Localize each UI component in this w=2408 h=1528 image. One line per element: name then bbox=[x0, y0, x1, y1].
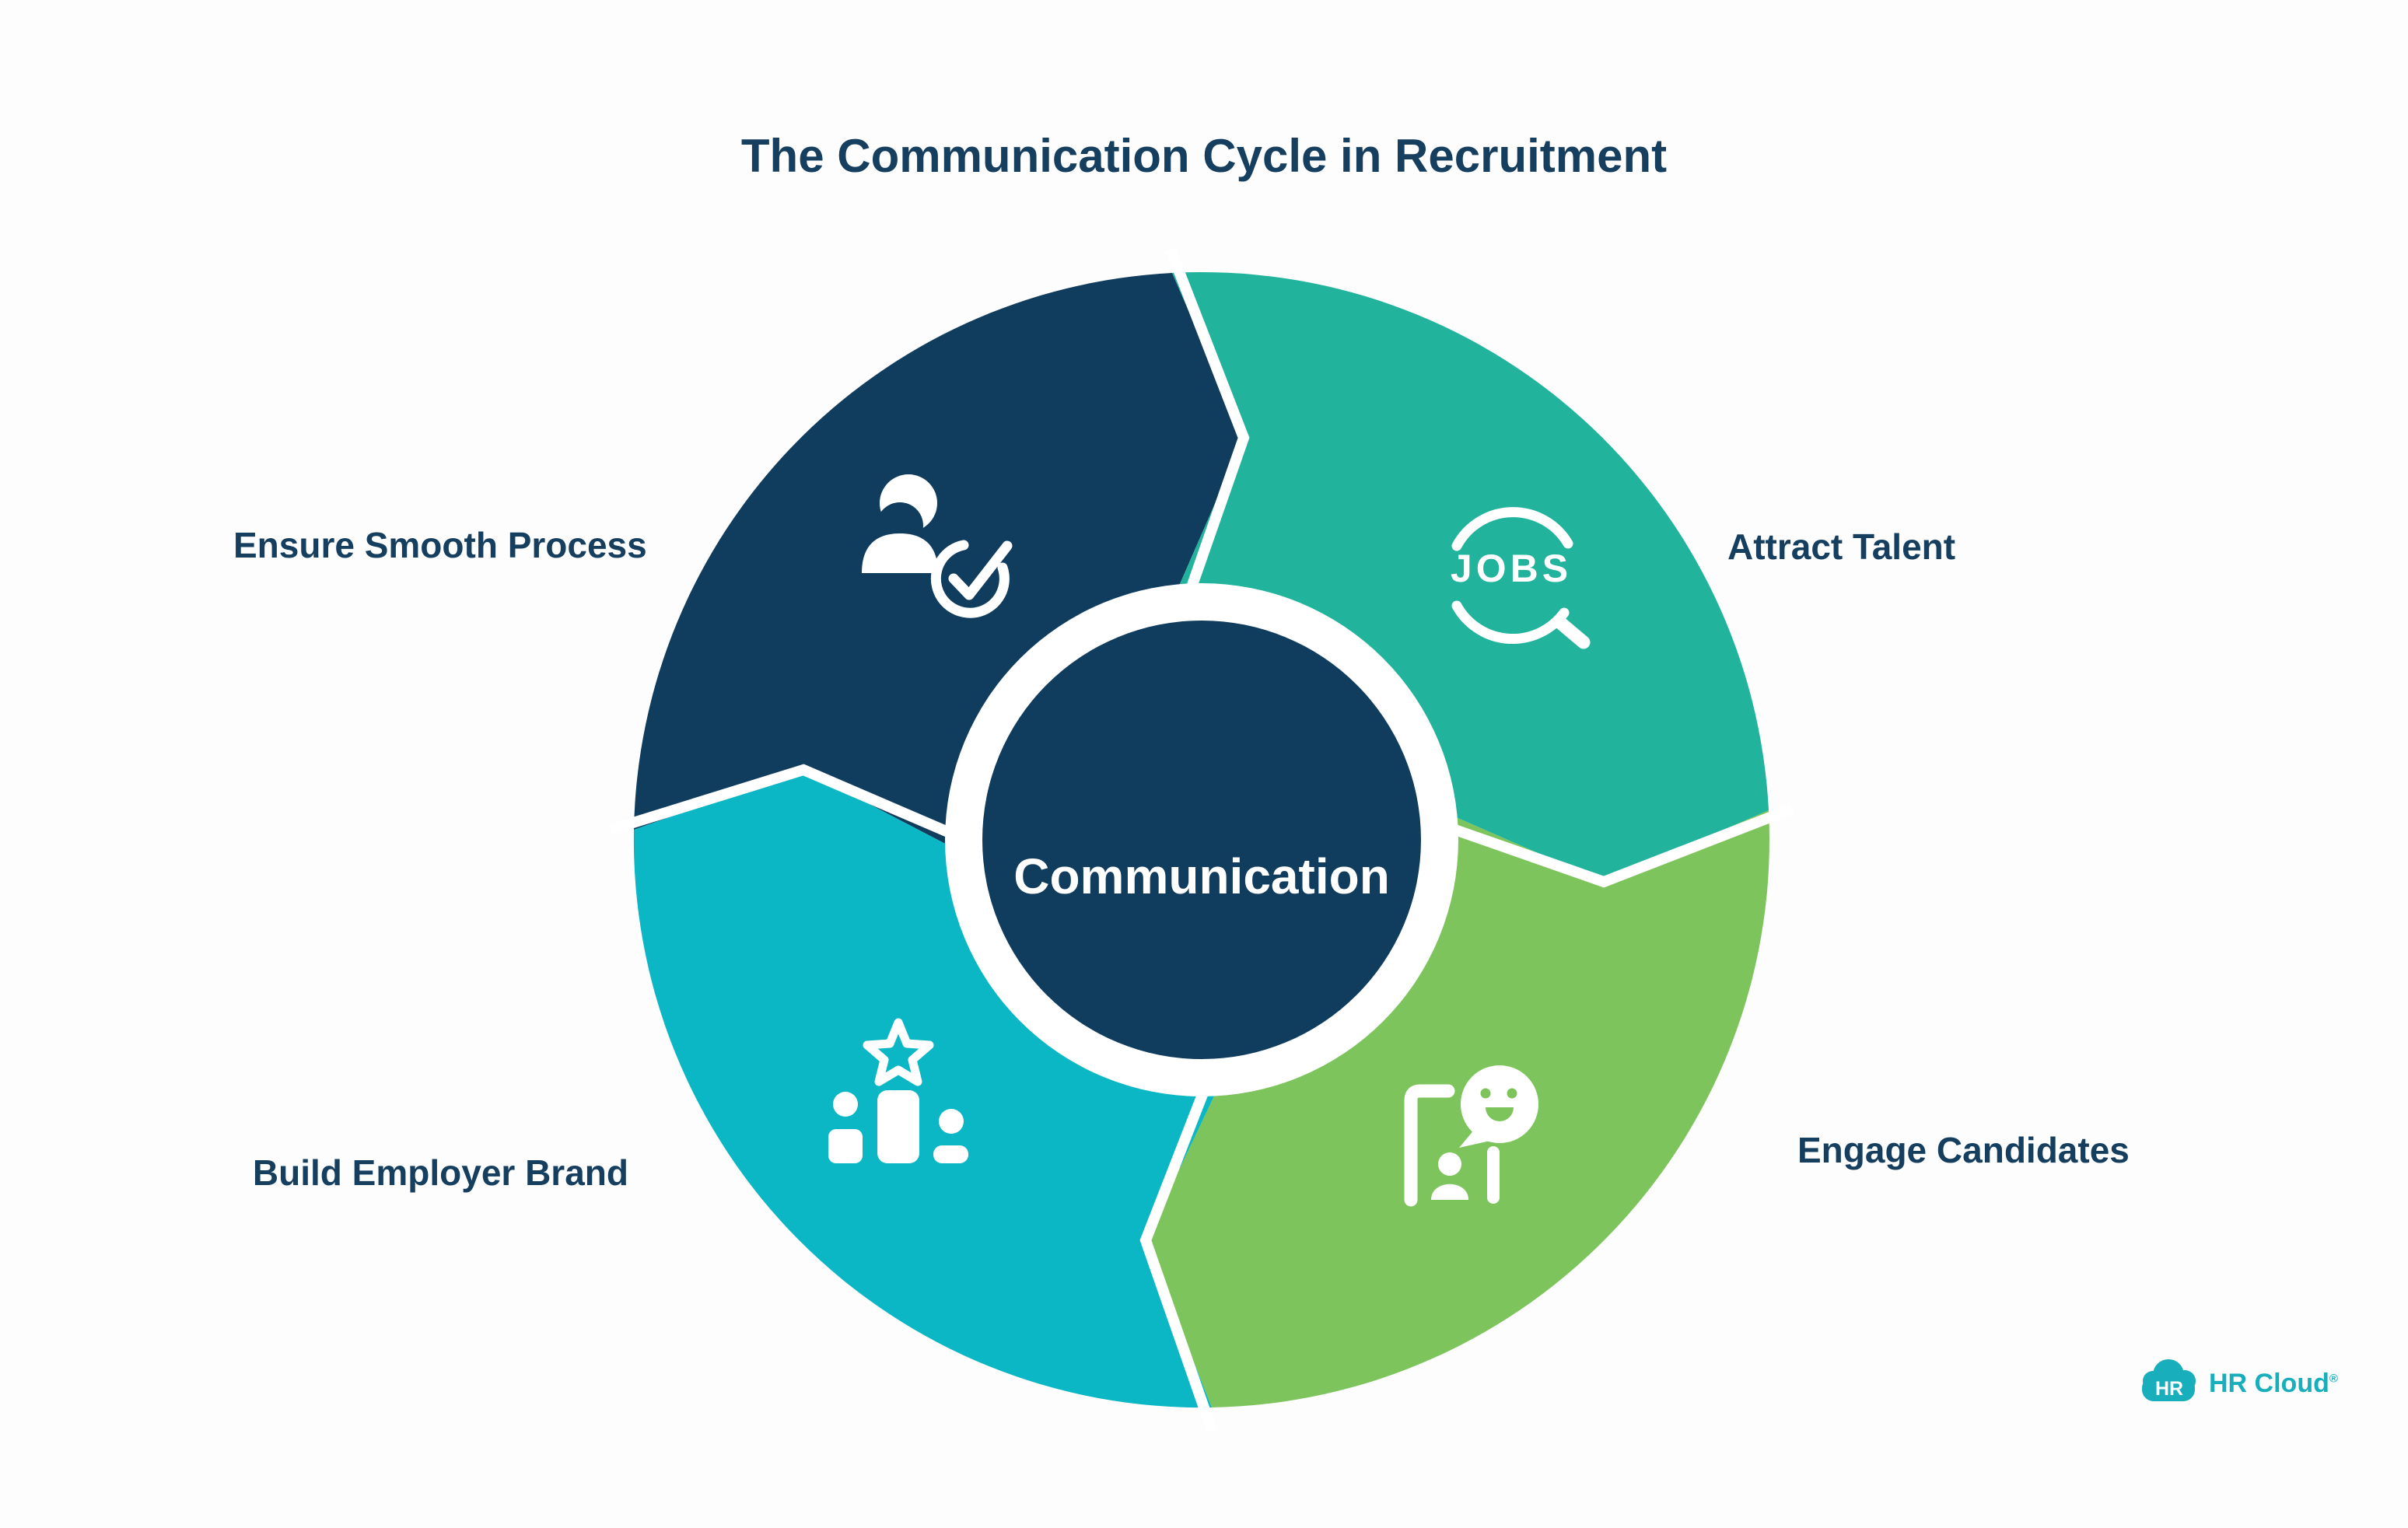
segment-build-employer-brand bbox=[633, 770, 1226, 1408]
jobs-magnifier-icon bbox=[1451, 507, 1591, 649]
gap-top bbox=[1165, 247, 1250, 641]
smiley-chat-icon bbox=[1404, 1065, 1538, 1207]
label-engage-candidates: Engage Candidates bbox=[1797, 1130, 2130, 1170]
page-title: The Communication Cycle in Recruitment bbox=[740, 130, 1668, 182]
segment-attract-talent bbox=[1169, 272, 1769, 882]
jobs-icon-text: JOBS bbox=[1450, 547, 1573, 590]
bubble-eye-right bbox=[1507, 1088, 1517, 1099]
segment-gaps bbox=[608, 247, 1794, 1432]
center-label: Communication bbox=[1013, 848, 1390, 904]
cycle-wheel bbox=[608, 247, 1794, 1432]
bubble-mouth bbox=[1486, 1107, 1514, 1121]
hr-cloud-logo-cloud-icon bbox=[2142, 1359, 2196, 1401]
speech-bubble bbox=[1461, 1065, 1538, 1143]
gap-right bbox=[1402, 803, 1794, 888]
person-check-icon bbox=[862, 474, 1013, 618]
magnifier-handle bbox=[1552, 614, 1591, 649]
label-attract-talent: Attract Talent bbox=[1727, 526, 1956, 567]
ranking-podium-icon bbox=[828, 1018, 968, 1163]
star-outline bbox=[863, 1018, 934, 1086]
center-circle bbox=[982, 621, 1421, 1059]
registered-mark: ® bbox=[2329, 1372, 2338, 1386]
logo-brand-text: HR Cloud® bbox=[2209, 1369, 2338, 1398]
gap-left bbox=[608, 764, 1001, 859]
label-build-employer-brand: Build Employer Brand bbox=[252, 1152, 628, 1193]
label-ensure-smooth-process: Ensure Smooth Process bbox=[233, 525, 647, 565]
logo-badge-text: HR bbox=[2154, 1378, 2184, 1400]
bubble-eye-left bbox=[1480, 1088, 1491, 1099]
segment-engage-candidates bbox=[1146, 807, 1769, 1407]
gap-bottom bbox=[1139, 1040, 1228, 1432]
